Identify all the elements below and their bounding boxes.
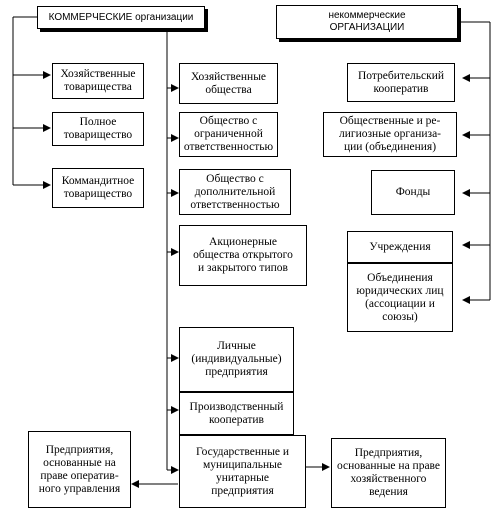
personal-enterprises-box: Личные (индивидуальные) предприятия <box>179 327 294 392</box>
legal-entities-associations-box: Объединения юридических лиц (ассоциации … <box>347 263 453 332</box>
institutions-box: Учреждения <box>347 231 453 263</box>
limited-partnership-box: Коммандитное товарищество <box>52 168 144 208</box>
business-companies-box: Хозяйственные общества <box>179 63 278 104</box>
business-partnerships-box: Хозяйственные товарищества <box>52 63 144 99</box>
production-cooperative-box: Производственный кооператив <box>179 392 294 435</box>
commercial-organizations-header: КОММЕРЧЕСКИЕ организации <box>37 6 205 29</box>
additional-liability-company-box: Общество с дополнительной ответственност… <box>179 169 291 215</box>
noncommercial-organizations-header: некоммерческие ОРГАНИЗАЦИИ <box>276 5 458 39</box>
public-religious-organizations-box: Общественные и ре- лигиозные организа- ц… <box>323 112 457 157</box>
foundations-box: Фонды <box>371 170 455 215</box>
economic-management-enterprises-box: Предприятия, основанные на праве хозяйст… <box>331 438 446 508</box>
general-partnership-box: Полное товарищество <box>52 112 144 146</box>
limited-liability-company-box: Общество с ограниченной ответственностью <box>179 112 278 157</box>
state-municipal-unitary-enterprises-box: Государственные и муниципальные унитарны… <box>179 435 306 508</box>
operational-management-enterprises-box: Предприятия, основанные на праве операти… <box>28 431 131 508</box>
consumer-cooperative-box: Потребительский кооператив <box>347 63 455 102</box>
joint-stock-companies-box: Акционерные общества открытого и закрыто… <box>179 225 307 286</box>
